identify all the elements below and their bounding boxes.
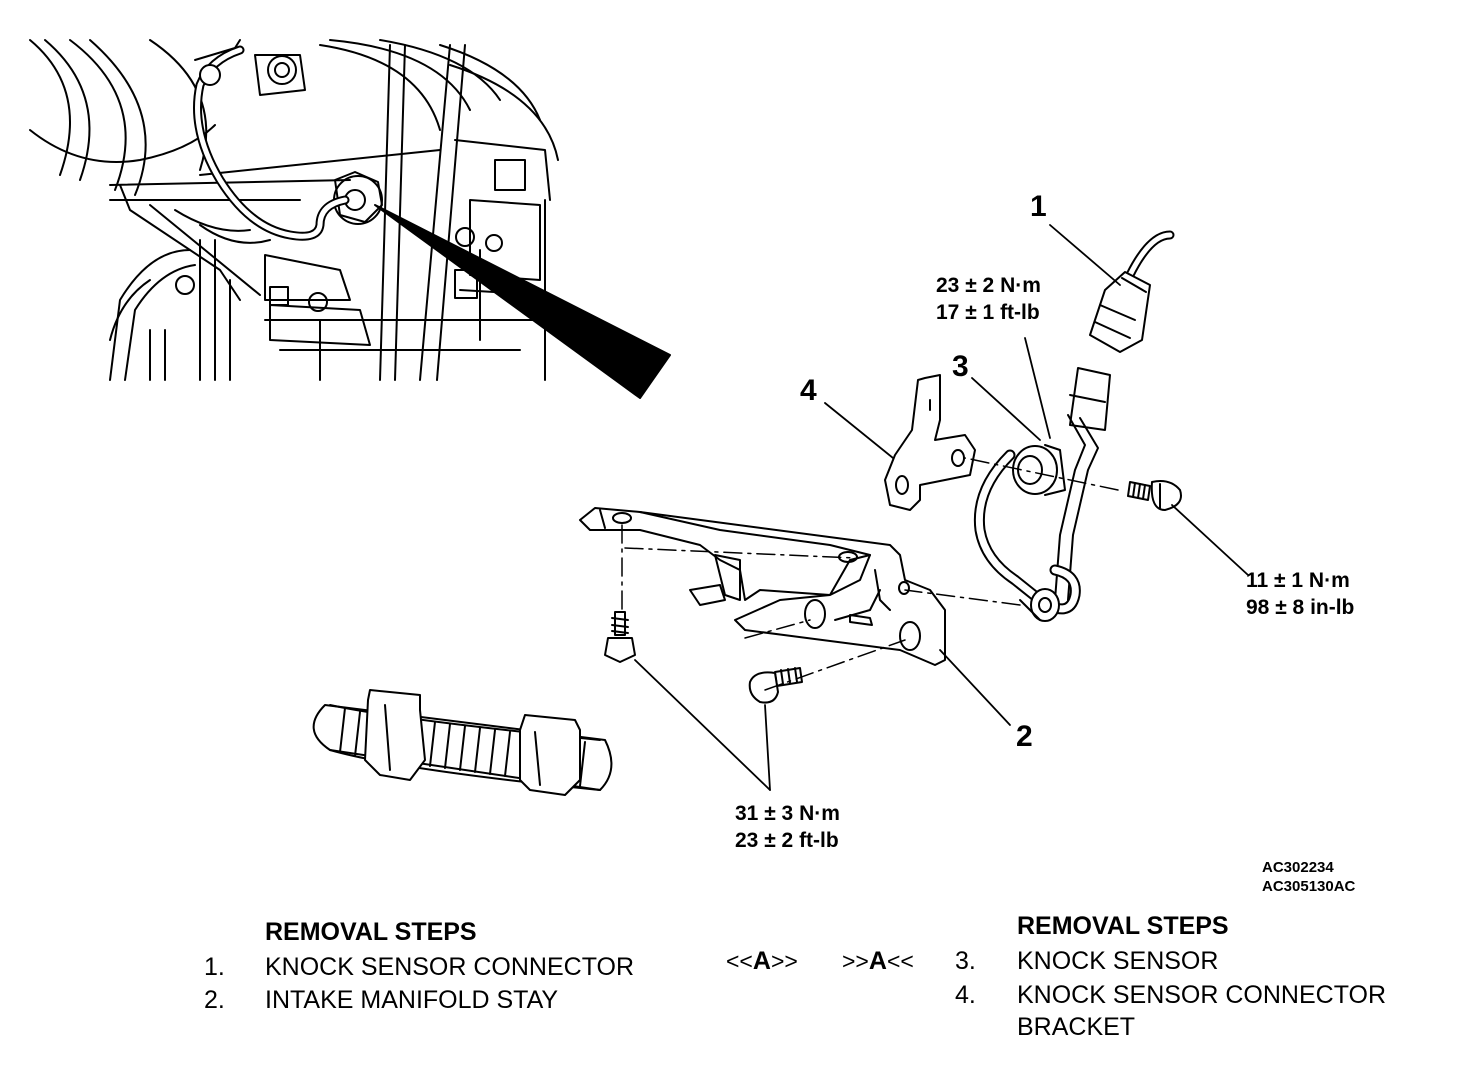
right-step-3-number: 3. [955,947,976,975]
torque-spec-bracket-bolt: 11 ± 1 N·m 98 ± 8 in-lb [1246,567,1354,621]
torque-spec-stay-bolts: 31 ± 3 N·m 23 ± 2 ft-lb [735,800,840,854]
torque-sensor-metric: 23 ± 2 N·m [936,274,1041,297]
wiring-harness-art [312,689,613,796]
right-step-4-text-line2: BRACKET [1017,1013,1136,1041]
bracket-bolt-art [1127,480,1182,511]
note-close-1: >> [770,948,798,974]
note-letter-2: A [868,947,887,975]
right-step-4-text: KNOCK SENSOR CONNECTOR [1017,981,1387,1009]
torque-bracket-imperial: 98 ± 8 in-lb [1246,596,1355,619]
right-step-3-text: KNOCK SENSOR [1017,947,1219,975]
knock-sensor-art [973,367,1111,622]
figure-code-block: AC302234 AC305130AC [1262,858,1355,896]
left-step-1-text: KNOCK SENSOR CONNECTOR [265,953,635,981]
right-step-4-number: 4. [955,981,976,1009]
knock-sensor-connector-art [1089,230,1175,353]
torque-stay-metric: 31 ± 3 N·m [735,802,840,825]
note-close-2: << [886,948,914,974]
detail-pointer-wedge [374,204,671,399]
left-steps-title: REMOVAL STEPS [265,918,477,946]
torque-stay-imperial: 23 ± 2 ft-lb [735,829,839,852]
callout-1: 1 [1030,190,1047,223]
stay-bolt-horizontal-art [748,667,803,704]
stay-bolt-vertical-art [604,611,636,663]
left-step-1-number: 1. [204,953,225,981]
callout-4: 4 [800,374,817,407]
intake-manifold-stay-art [579,507,946,666]
callout-leader-lines [634,224,1249,791]
figure-code-2: AC305130AC [1262,878,1356,895]
left-step-2-text: INTAKE MANIFOLD STAY [265,986,559,1014]
callout-2: 2 [1016,720,1033,753]
callout-3: 3 [952,350,969,383]
connector-bracket-art [884,374,976,511]
right-steps-title: REMOVAL STEPS [1017,912,1229,940]
torque-spec-sensor: 23 ± 2 N·m 17 ± 1 ft-lb [936,272,1041,326]
torque-bracket-metric: 11 ± 1 N·m [1246,569,1350,592]
note-open-2: >> [842,948,869,974]
removal-note-marker: >>A<< [842,947,914,976]
engine-location-inset [29,39,561,381]
note-letter-1: A [752,947,771,975]
left-step-2-number: 2. [204,986,225,1014]
installation-note-marker: <<A>> [726,947,798,976]
torque-sensor-imperial: 17 ± 1 ft-lb [936,301,1040,324]
assembly-axis-lines [621,457,1119,691]
note-open-1: << [726,948,753,974]
figure-code-1: AC302234 [1262,859,1334,876]
